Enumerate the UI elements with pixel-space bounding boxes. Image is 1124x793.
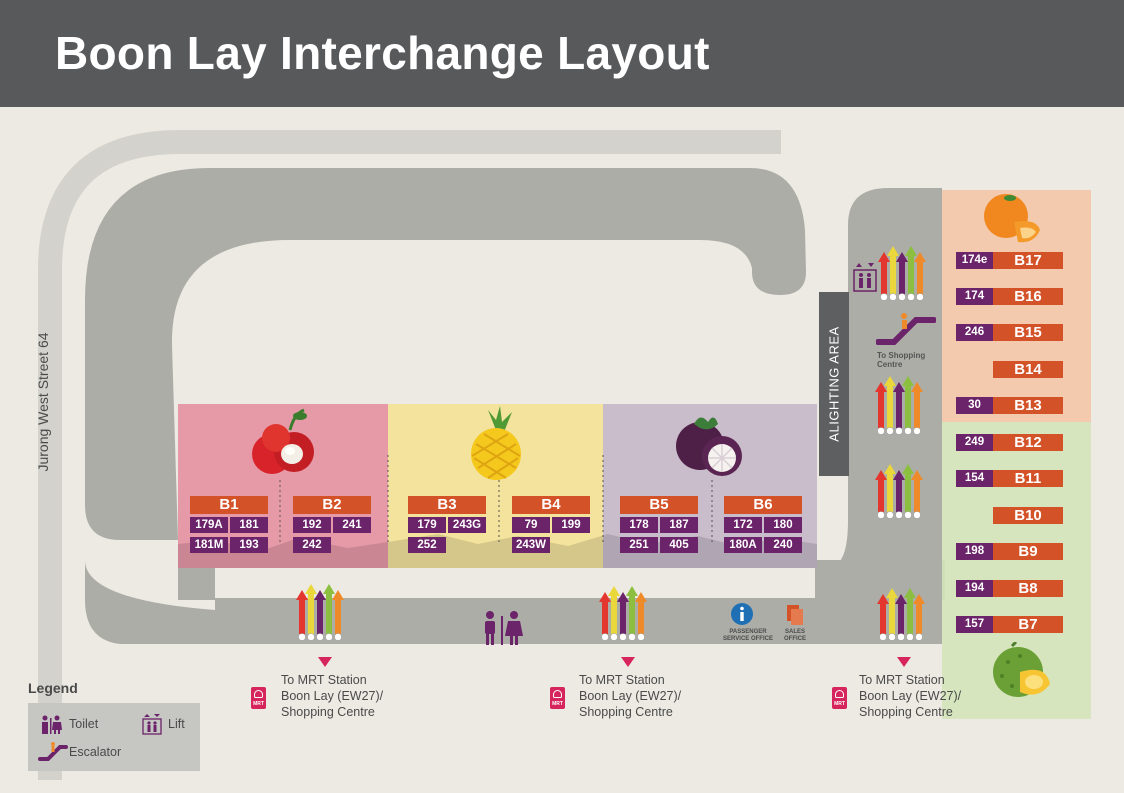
service-label: 405 (660, 537, 698, 553)
service-label: 179 (408, 517, 446, 533)
to-shopping-centre-label: To Shopping Centre (877, 351, 926, 369)
mrt-direction-marker (318, 657, 332, 667)
mrt-icon: MRT (832, 687, 847, 709)
mrt-icon: MRT (550, 687, 565, 709)
alighting-area: ALIGHTING AREA (819, 292, 849, 476)
legend-toilet-label: Toilet (69, 717, 99, 731)
service-label: 172 (724, 517, 762, 533)
bay-label-b12: B12 (993, 434, 1063, 451)
service-label: 181M (190, 537, 228, 553)
mrt-direction-marker (621, 657, 635, 667)
mangosteen-icon (676, 417, 742, 476)
service-label: 178 (620, 517, 658, 533)
skyline-silhouette (178, 534, 817, 568)
service-label: 194 (956, 580, 993, 597)
mrt-direction-marker (897, 657, 911, 667)
mrt-exit-text: To MRT Station (281, 673, 367, 687)
legend-lift-label: Lift (168, 717, 185, 731)
lift-icon (853, 263, 877, 292)
service-label: 240 (764, 537, 802, 553)
legend-title: Legend (28, 680, 78, 696)
bay-label-b10: B10 (993, 507, 1063, 524)
service-label: 30 (956, 397, 993, 414)
sales-office-label: SALES OFFICE (784, 629, 806, 642)
sales-office-icon (787, 605, 803, 625)
service-label: 157 (956, 616, 993, 633)
mrt-exit-text: Boon Lay (EW27)/ (281, 689, 384, 703)
legend-escalator-icon (38, 742, 68, 761)
mrt-icon: MRT (251, 687, 266, 709)
service-label: 243G (448, 517, 486, 533)
mrt-exit-text: Shopping Centre (579, 705, 673, 719)
mrt-exit-text: Shopping Centre (281, 705, 375, 719)
mrt-badge-text: MRT (552, 701, 563, 707)
bay-label-b11: B11 (993, 470, 1063, 487)
service-label: 246 (956, 324, 993, 341)
arrow-cluster-upper (875, 376, 923, 435)
arrow-cluster-left (296, 584, 344, 641)
arrow-cluster-middle (599, 586, 647, 641)
service-label: 242 (293, 537, 331, 553)
bay-label-b2: B2 (293, 496, 371, 514)
mrt-badge-text: MRT (834, 701, 845, 707)
service-label: 199 (552, 517, 590, 533)
service-label: 192 (293, 517, 331, 533)
bay-label-b4: B4 (512, 496, 590, 514)
mrt-badge-text: MRT (253, 701, 264, 707)
service-label: 174e (956, 252, 993, 269)
service-label: 243W (512, 537, 550, 553)
arrow-cluster-right (877, 588, 925, 641)
legend-escalator-label: Escalator (69, 745, 122, 759)
passenger-service-office-label: PASSENGER SERVICE OFFICE (723, 629, 773, 642)
bay-label-b1: B1 (190, 496, 268, 514)
info-icon (731, 603, 753, 625)
service-label: 179A (190, 517, 228, 533)
bay-label-b3: B3 (408, 496, 486, 514)
header-bar: Boon Lay Interchange Layout (0, 0, 1124, 107)
service-label: 181 (230, 517, 268, 533)
toilet-icon (485, 611, 523, 645)
service-label: 187 (660, 517, 698, 533)
mrt-exit-text: To MRT Station (579, 673, 665, 687)
service-label: 241 (333, 517, 371, 533)
bay-label-b13: B13 (993, 397, 1063, 414)
mrt-exit-text: Boon Lay (EW27)/ (579, 689, 682, 703)
escalator-icon (876, 313, 936, 345)
service-label: 252 (408, 537, 446, 553)
orange-icon (984, 194, 1040, 243)
bay-label-b17: B17 (993, 252, 1063, 269)
durian-icon (993, 642, 1050, 697)
page-title: Boon Lay Interchange Layout (55, 27, 710, 79)
service-label: 251 (620, 537, 658, 553)
service-label: 174 (956, 288, 993, 305)
bay-label-b16: B16 (993, 288, 1063, 305)
bay-label-b9: B9 (993, 543, 1063, 560)
bay-label-b8: B8 (993, 580, 1063, 597)
pineapple-icon (471, 406, 521, 480)
service-label: 198 (956, 543, 993, 560)
service-label: 193 (230, 537, 268, 553)
service-label: 154 (956, 470, 993, 487)
bay-label-b5: B5 (620, 496, 698, 514)
legend-lift-icon (142, 714, 162, 735)
legend-toilet-icon (42, 715, 62, 734)
bay-label-b7: B7 (993, 616, 1063, 633)
service-label: 79 (512, 517, 550, 533)
service-label: 180 (764, 517, 802, 533)
service-label: 180A (724, 537, 762, 553)
mrt-exit-text: Boon Lay (EW27)/ (859, 689, 962, 703)
bay-label-b15: B15 (993, 324, 1063, 341)
service-label: 249 (956, 434, 993, 451)
rambutan-icon (252, 408, 314, 474)
bay-label-b6: B6 (724, 496, 802, 514)
arrow-cluster-top (878, 246, 926, 301)
mrt-exit-text: Shopping Centre (859, 705, 953, 719)
mrt-exit-text: To MRT Station (859, 673, 945, 687)
legend-box: Toilet Lift Escalator (28, 703, 200, 771)
bay-label-b14: B14 (993, 361, 1063, 378)
arrow-cluster-lower (875, 464, 923, 519)
